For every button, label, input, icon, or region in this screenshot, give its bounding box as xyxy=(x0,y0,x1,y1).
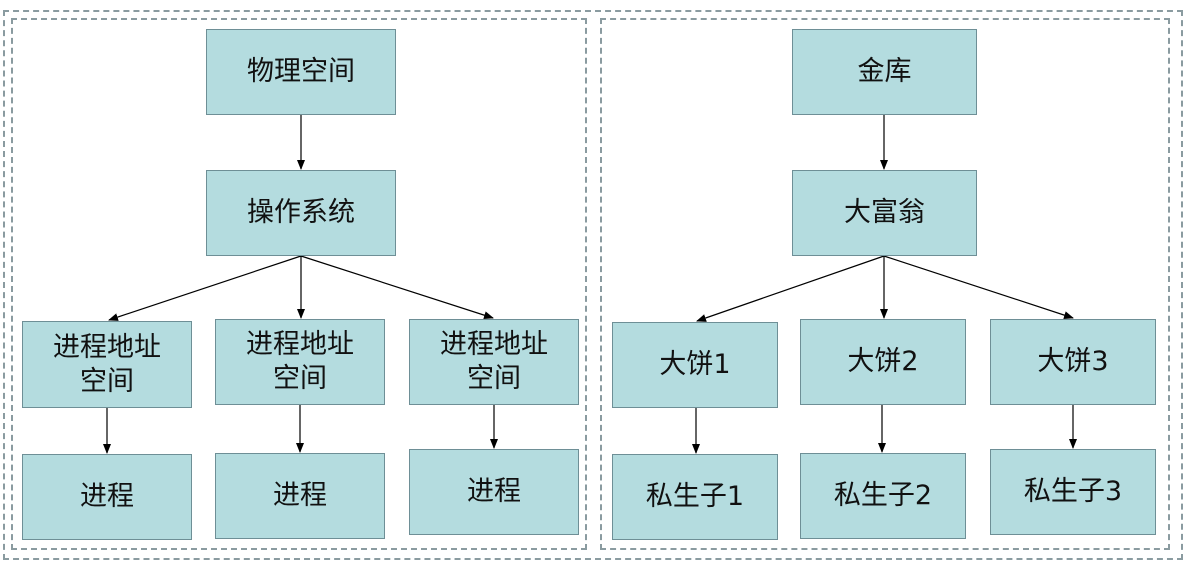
arrow-left-middle-to-branch-3 xyxy=(300,255,494,320)
node-label: 私生子3 xyxy=(1023,476,1123,507)
right-panel-frame xyxy=(600,18,1170,550)
node-child-1: 私生子1 xyxy=(612,454,778,540)
node-child-3: 私生子3 xyxy=(990,449,1156,535)
arrow-right-middle-to-branch-1 xyxy=(696,255,885,322)
node-label: 进程 xyxy=(273,480,327,511)
node-operating-system: 操作系统 xyxy=(206,170,396,256)
node-label: 私生子2 xyxy=(833,480,933,511)
arrow-left-middle-to-branch-1 xyxy=(108,255,302,321)
node-pie-3: 大饼3 xyxy=(990,319,1156,405)
left-panel-frame xyxy=(11,18,587,550)
node-process-3: 进程 xyxy=(409,449,579,535)
node-pie-1: 大饼1 xyxy=(612,322,778,408)
arrow-right-middle-to-branch-3 xyxy=(883,255,1074,319)
node-label: 物理空间 xyxy=(247,56,355,87)
node-label: 大富翁 xyxy=(844,197,925,228)
node-label: 进程 xyxy=(80,481,134,512)
node-label: 大饼3 xyxy=(1037,346,1109,377)
node-label: 操作系统 xyxy=(247,197,355,228)
node-process-2: 进程 xyxy=(215,453,385,539)
node-label: 进程地址空间 xyxy=(53,331,161,397)
node-label: 大饼1 xyxy=(659,349,731,380)
node-physical-space: 物理空间 xyxy=(206,29,396,115)
node-pie-2: 大饼2 xyxy=(800,319,966,405)
node-child-2: 私生子2 xyxy=(800,453,966,539)
node-process-1: 进程 xyxy=(22,454,192,540)
node-label: 金库 xyxy=(857,56,912,87)
node-vault: 金库 xyxy=(792,29,977,115)
node-label: 进程地址空间 xyxy=(246,329,354,394)
node-label: 进程 xyxy=(467,476,521,507)
node-process-address-space-2: 进程地址空间 xyxy=(215,319,385,405)
outer-frame xyxy=(3,10,1183,560)
node-process-address-space-3: 进程地址空间 xyxy=(409,319,579,405)
node-process-address-space-1: 进程地址空间 xyxy=(22,321,192,408)
node-tycoon: 大富翁 xyxy=(792,170,977,256)
node-label: 大饼2 xyxy=(847,346,919,377)
node-label: 私生子1 xyxy=(645,481,745,512)
node-label: 进程地址空间 xyxy=(440,329,548,394)
